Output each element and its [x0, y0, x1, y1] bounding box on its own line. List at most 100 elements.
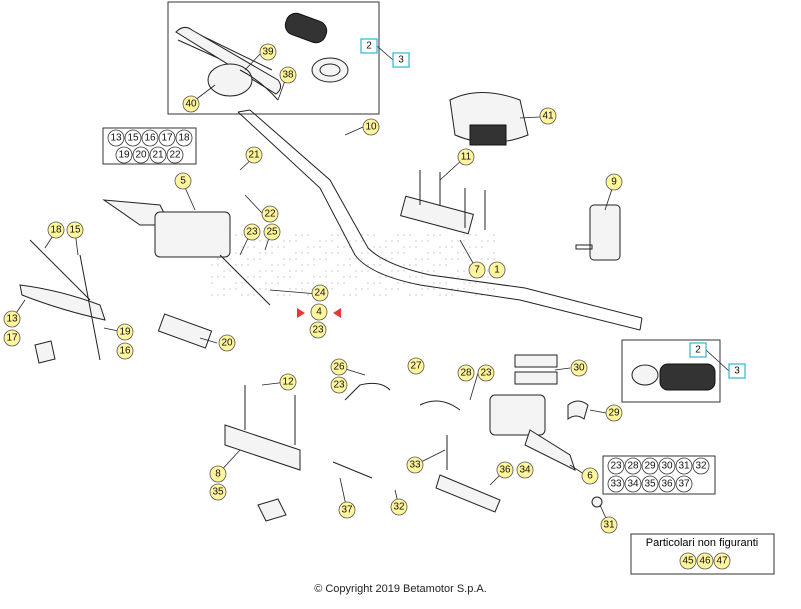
- callout-shape: [47, 221, 65, 239]
- callout-shape: [209, 483, 227, 501]
- callout-c23a: 23: [243, 223, 261, 241]
- callout-c7: 7: [468, 261, 486, 279]
- group-left-item: 15: [124, 129, 142, 147]
- callout-c31: 31: [600, 516, 618, 534]
- callout-label: 30: [573, 363, 585, 374]
- callout-label: 37: [678, 479, 690, 490]
- callout-label: 17: [161, 133, 173, 144]
- callout-shape: [279, 66, 297, 84]
- callout-shape: [607, 457, 625, 475]
- callout-label: 23: [610, 461, 622, 472]
- handlebar: [237, 109, 643, 331]
- group-left-item: 20: [132, 146, 150, 164]
- callout-label: 24: [314, 288, 326, 299]
- callout-shape: [713, 552, 731, 570]
- callout-shape: [488, 261, 506, 279]
- callout-label: 41: [542, 111, 554, 122]
- callout-shape: [259, 43, 277, 61]
- group-left-item: 21: [149, 146, 167, 164]
- callout-label: 25: [266, 227, 278, 238]
- callout-label: 15: [127, 133, 139, 144]
- group-left-item: 22: [166, 146, 184, 164]
- callout-shape: [245, 146, 263, 164]
- callout-shape: [175, 129, 193, 147]
- callout-shape: [624, 475, 642, 493]
- callout-c22: 22: [261, 205, 279, 223]
- callout-c13: 13: [3, 310, 21, 328]
- callout-shape: [392, 52, 410, 68]
- callout-label: 31: [678, 461, 690, 472]
- callout-c9: 9: [605, 173, 623, 191]
- callout-c39: 39: [259, 43, 277, 61]
- callout-shape: [338, 501, 356, 519]
- switch-block: [575, 204, 621, 261]
- callout-shape: [330, 358, 348, 376]
- copyright-footer: © Copyright 2019 Betamotor S.p.A.: [314, 583, 487, 595]
- callout-shape: [310, 303, 328, 321]
- callout-c27: 27: [407, 357, 425, 375]
- callout-shape: [457, 148, 475, 166]
- callout-shape: [675, 475, 693, 493]
- callout-c21: 21: [245, 146, 263, 164]
- callout-label: 10: [365, 122, 377, 133]
- callout-label: 16: [144, 133, 156, 144]
- callout-c23b: 23: [309, 321, 327, 339]
- clutch-lever: [19, 239, 106, 364]
- group-right-item: 37: [675, 475, 693, 493]
- callout-shape: [607, 475, 625, 493]
- callout-label: 37: [341, 505, 353, 516]
- callout-c33: 33: [406, 456, 424, 474]
- lever-parts-lower: [332, 435, 603, 513]
- callout-c6: 6: [581, 467, 599, 485]
- callout-label: 36: [499, 465, 511, 476]
- callout-k3a: 3: [392, 52, 410, 68]
- callout-label: 29: [608, 408, 620, 419]
- callout-shape: [468, 261, 486, 279]
- group-right-item: 28: [624, 457, 642, 475]
- callout-shape: [390, 498, 408, 516]
- callout-c11: 11: [457, 148, 475, 166]
- callout-label: 18: [178, 133, 190, 144]
- callout-label: 32: [393, 502, 405, 513]
- callout-label: 20: [221, 338, 233, 349]
- callout-k3b: 3: [728, 363, 746, 379]
- group-left-item: 17: [158, 129, 176, 147]
- callout-label: 30: [661, 461, 673, 472]
- group-right-item: 30: [658, 457, 676, 475]
- callout-shape: [311, 284, 329, 302]
- callout-label: 31: [603, 520, 615, 531]
- callout-label: 13: [6, 314, 18, 325]
- callout-shape: [624, 457, 642, 475]
- callout-label: 2: [695, 345, 701, 356]
- callout-label: 17: [6, 333, 18, 344]
- callout-shape: [516, 461, 534, 479]
- callout-c46: 46: [696, 552, 714, 570]
- callout-c19: 19: [116, 323, 134, 341]
- callout-label: 22: [169, 150, 181, 161]
- callout-c1: 1: [488, 261, 506, 279]
- callout-shape: [3, 310, 21, 328]
- group-right-item: 29: [641, 457, 659, 475]
- callout-label: 6: [587, 471, 593, 482]
- group-left-item: 19: [115, 146, 133, 164]
- callout-label: 32: [695, 461, 707, 472]
- group-left-item: 16: [141, 129, 159, 147]
- callout-label: 40: [185, 99, 197, 110]
- callout-label: 12: [282, 377, 294, 388]
- callout-shape: [243, 223, 261, 241]
- callout-shape: [158, 129, 176, 147]
- callout-shape: [362, 118, 380, 136]
- callout-shape: [218, 334, 236, 352]
- callout-label: 13: [110, 133, 122, 144]
- callout-label: 4: [316, 307, 322, 318]
- callout-shape: [641, 475, 659, 493]
- callout-shape: [116, 323, 134, 341]
- callout-label: 19: [118, 150, 130, 161]
- callout-shape: [107, 129, 125, 147]
- callout-c38: 38: [279, 66, 297, 84]
- callout-label: 3: [734, 366, 740, 377]
- callout-shape: [330, 376, 348, 394]
- group-right-item: 36: [658, 475, 676, 493]
